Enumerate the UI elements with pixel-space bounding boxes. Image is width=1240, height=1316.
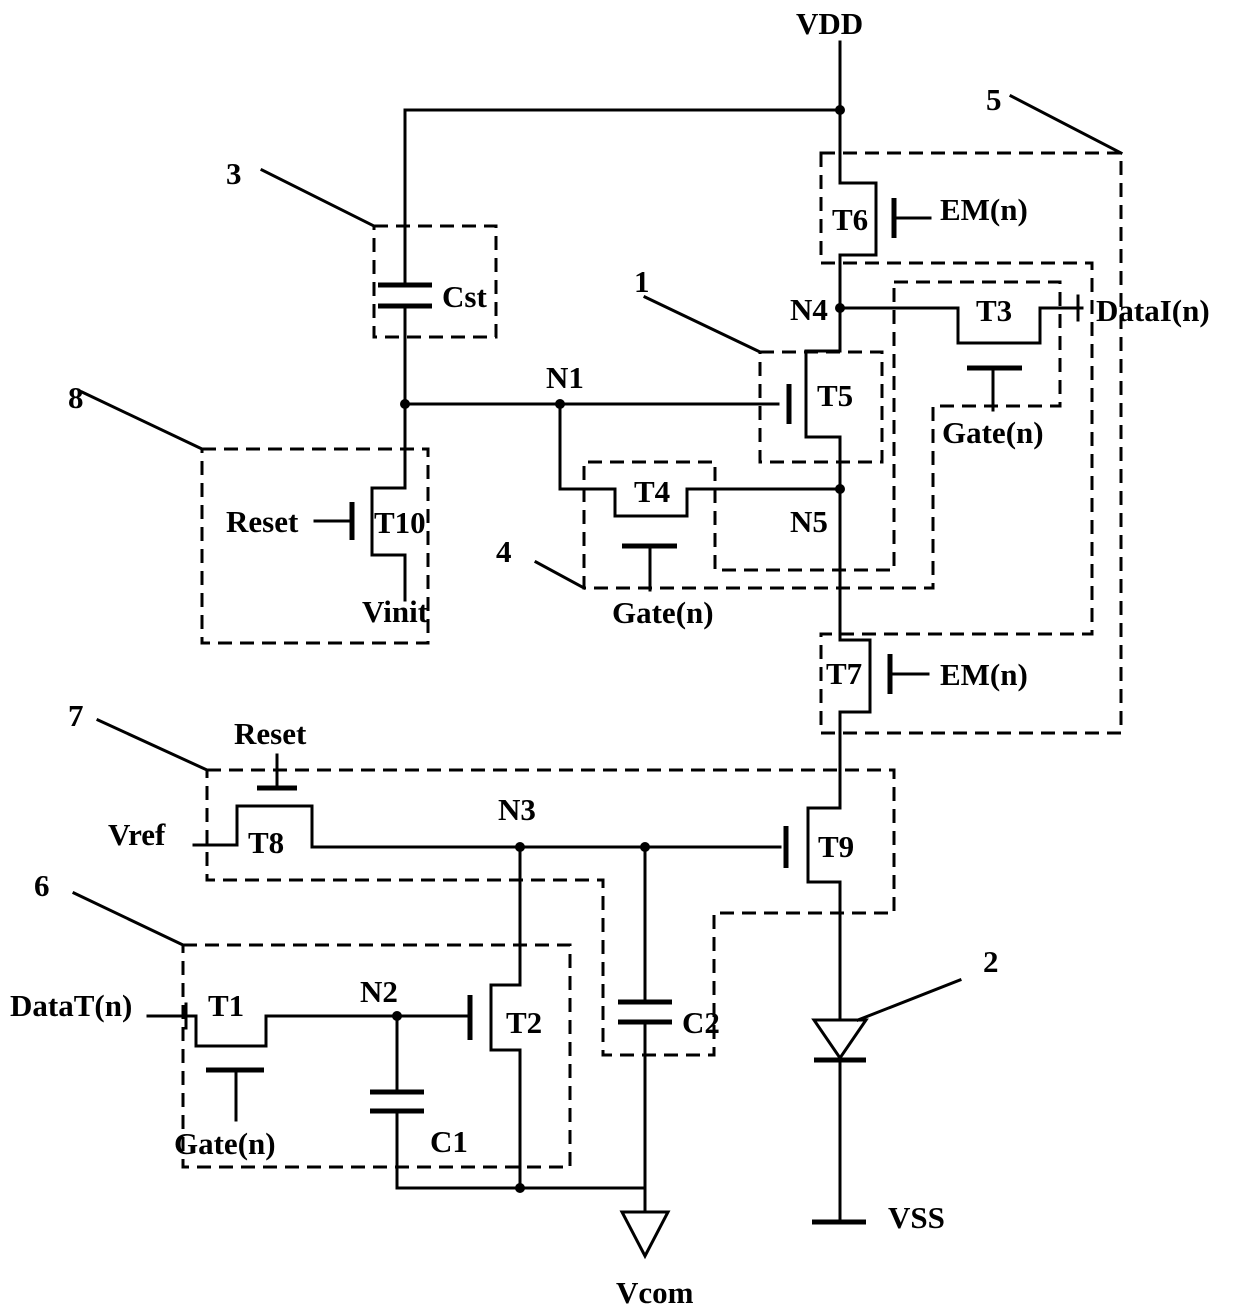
label-t9: T9 <box>818 829 854 864</box>
label-block-1: 1 <box>634 264 650 299</box>
label-block-3: 3 <box>226 156 242 191</box>
label-vinit: Vinit <box>362 594 429 629</box>
label-c2: C2 <box>682 1005 720 1040</box>
label-n2: N2 <box>360 974 398 1009</box>
label-block-8: 8 <box>68 380 84 415</box>
vcom-ground-symbol <box>622 1212 668 1256</box>
module-box-7-ref <box>207 770 894 1055</box>
label-vcom: Vcom <box>616 1275 694 1310</box>
labels: VDD VSS Vcom Vinit Vref Reset Reset Cst … <box>10 6 1210 1310</box>
label-n4: N4 <box>790 292 828 327</box>
label-block-7: 7 <box>68 698 84 733</box>
label-block-4: 4 <box>496 534 512 569</box>
label-data-t: DataT(n) <box>10 988 132 1023</box>
label-gate-t1: Gate(n) <box>174 1126 276 1161</box>
label-reset-t8: Reset <box>234 716 307 751</box>
label-reset-t10: Reset <box>226 504 299 539</box>
junction-dots <box>392 105 845 1193</box>
label-gate-t4: Gate(n) <box>612 595 714 630</box>
label-vdd: VDD <box>796 6 863 41</box>
capacitor-c2 <box>618 1002 672 1022</box>
label-t10: T10 <box>374 505 426 540</box>
capacitor-cst <box>378 285 432 306</box>
label-c1: C1 <box>430 1124 468 1159</box>
label-t2: T2 <box>506 1005 542 1040</box>
label-t4: T4 <box>634 474 670 509</box>
label-em-t7: EM(n) <box>940 657 1028 692</box>
label-t8: T8 <box>248 825 284 860</box>
label-n5: N5 <box>790 504 828 539</box>
led-diode <box>814 1020 866 1060</box>
label-n3: N3 <box>498 792 536 827</box>
label-t3: T3 <box>976 293 1012 328</box>
label-em-t6: EM(n) <box>940 192 1028 227</box>
label-t5: T5 <box>817 378 853 413</box>
label-data-i: DataI(n) <box>1096 293 1210 328</box>
label-block-2: 2 <box>983 944 999 979</box>
label-vref: Vref <box>108 817 166 852</box>
label-t7: T7 <box>826 656 862 691</box>
label-t6: T6 <box>832 202 868 237</box>
label-n1: N1 <box>546 360 584 395</box>
label-t1: T1 <box>208 988 244 1023</box>
label-vss: VSS <box>888 1200 945 1235</box>
capacitor-c1 <box>370 1092 424 1111</box>
label-block-6: 6 <box>34 868 50 903</box>
label-cst: Cst <box>442 279 487 314</box>
label-block-5: 5 <box>986 82 1002 117</box>
label-gate-t3: Gate(n) <box>942 415 1044 450</box>
